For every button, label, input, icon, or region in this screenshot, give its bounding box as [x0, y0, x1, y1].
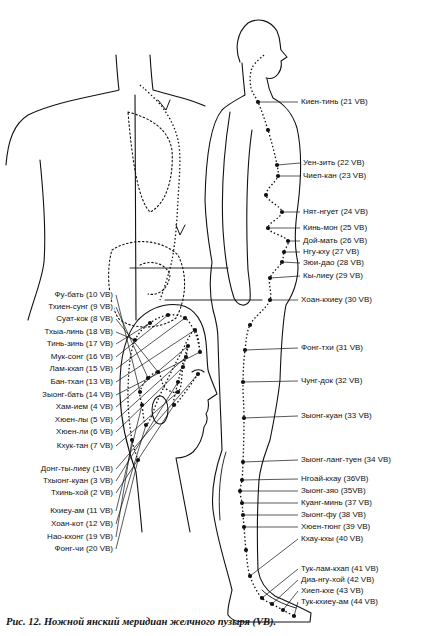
point-label: Зыонг-бать (14 VB): [41, 391, 114, 400]
second-leg-outline: [219, 452, 296, 608]
leader-line: [116, 460, 138, 549]
point-label: Куанг-минь (37 VB): [300, 499, 373, 508]
point-label: Зыонг-фу (38 VB): [300, 511, 367, 520]
meridian-line: [140, 85, 180, 300]
point-label: Диа-нгу-хой (42 VB): [300, 576, 375, 585]
point-label: Нгу-кху (27 VB): [302, 248, 360, 257]
leader-line: [116, 392, 178, 446]
acupoint-dot: [248, 323, 252, 327]
point-label: Зюи-дао (28 VB): [302, 259, 365, 268]
point-label: Кы-лиеу (29 VB): [302, 272, 364, 281]
leader-line: [258, 102, 298, 103]
point-label: Чунг-док (32 VB): [300, 377, 363, 386]
point-label: Кинь-мон (25 VB): [302, 224, 368, 233]
point-label: Тук-кхиеу-ам (44 VB): [300, 598, 379, 607]
leader-line: [277, 163, 300, 165]
leader-line: [272, 580, 298, 604]
point-label: Нао-кхонг (19 VB): [46, 533, 114, 542]
leader-line: [282, 212, 300, 213]
leader-line: [116, 405, 174, 493]
point-label: Донг-ты-лиеу (1VB): [40, 465, 114, 474]
leader-line: [270, 276, 300, 278]
point-label: Хоан-кот (12 VB): [50, 520, 114, 529]
leader-line: [243, 381, 298, 382]
leader-line: [284, 252, 300, 253]
guide-line: [130, 268, 262, 300]
leader-line: [262, 569, 298, 598]
leader-line: [240, 491, 298, 492]
point-label: Тхиен-сунг (9 VB): [47, 303, 114, 312]
point-label: Кхау-кхы (40 VB): [300, 535, 364, 544]
leader-line: [278, 176, 300, 177]
meridian-line: [240, 55, 294, 616]
point-label: Хюен-ли (6 VB): [55, 428, 114, 437]
acupoint-dot: [244, 548, 248, 552]
point-label: Тинь-зинь (17 VB): [46, 340, 114, 349]
leader-line: [116, 307, 148, 378]
point-label: Уен-зить (22 VB): [302, 159, 365, 168]
body-outline: [205, 20, 311, 622]
leader-line: [288, 241, 300, 242]
point-label: Зыонг-куан (33 VB): [300, 412, 373, 421]
point-label: Нят-нгует (24 VB): [302, 208, 369, 217]
leader-line: [243, 515, 298, 516]
back-view-bones: [109, 112, 185, 327]
leader-line: [116, 382, 178, 481]
leader-line: [116, 367, 183, 432]
point-label: Фонг-тхи (31 VB): [300, 344, 364, 353]
point-label: Киен-тинь (21 VB): [300, 98, 369, 107]
figure-caption: Рис. 12. Ножной янский меридиан желчного…: [6, 616, 276, 627]
direction-arrow: [158, 100, 185, 235]
leader-line: [245, 348, 298, 350]
leader-line: [244, 527, 298, 528]
point-label: Чиеп-кан (23 VB): [302, 172, 367, 181]
point-label: Хоан-кхиеу (30 VB): [300, 296, 373, 305]
leader-line: [116, 332, 135, 340]
point-label: Фонг-чи (20 VB): [53, 545, 114, 554]
leader-line: [283, 591, 298, 610]
leader-line: [243, 460, 298, 462]
point-label: Зыонг-ланг-туен (34 VB): [300, 456, 392, 465]
acupoint-dot: [264, 193, 268, 197]
leader-line: [242, 479, 298, 480]
leader-line: [116, 440, 132, 537]
point-label: Фу-бать (10 VB): [53, 291, 114, 300]
leader-line: [116, 352, 200, 395]
point-label: Тхыонг-куан (3 VB): [42, 477, 114, 486]
leader-line: [116, 374, 198, 469]
leader-line: [116, 295, 140, 392]
leader-line: [268, 228, 300, 229]
point-label: Хиеп-кхе (43 VB): [300, 587, 364, 596]
back-view-outline: [6, 55, 205, 320]
leader-line: [270, 300, 298, 301]
leader-line: [294, 602, 298, 616]
point-label: Суат-кок (8 VB): [55, 315, 114, 324]
leader-line: [244, 416, 298, 418]
point-label: Бан-тхан (13 VB): [49, 378, 114, 387]
acupoint-dot: [266, 128, 270, 132]
eye-outline: [192, 370, 204, 372]
point-label: Тук-лам-кхап (41 VB): [300, 565, 379, 574]
point-label: Мук-сонг (16 VB): [50, 353, 114, 362]
point-label: Хюен-тюнг (39 VB): [300, 523, 371, 532]
point-label: Нгоай-кхау (36VB): [300, 475, 369, 484]
leader-line: [282, 262, 300, 263]
leader-line: [116, 357, 186, 420]
point-label: Кхук-тан (7 VB): [56, 442, 114, 451]
point-label: Зыонг-зяо (35VB): [300, 487, 367, 496]
leader-line: [250, 539, 298, 576]
leader-line: [116, 330, 195, 382]
point-label: Тхыа-линь (18 VB): [44, 328, 114, 337]
leader-line: [242, 503, 298, 504]
point-label: Дой-мать (26 VB): [302, 237, 368, 246]
point-label: Лам-кхап (15 VB): [49, 365, 114, 374]
point-label: Хюен-лы (5 VB): [54, 416, 114, 425]
point-label: Тхинь-хой (2 VB): [50, 489, 114, 498]
point-label: Хам-ием (4 VB): [55, 403, 114, 412]
head-profile-outline: [120, 305, 217, 532]
point-label: Кхиеу-ам (11 VB): [49, 507, 114, 516]
